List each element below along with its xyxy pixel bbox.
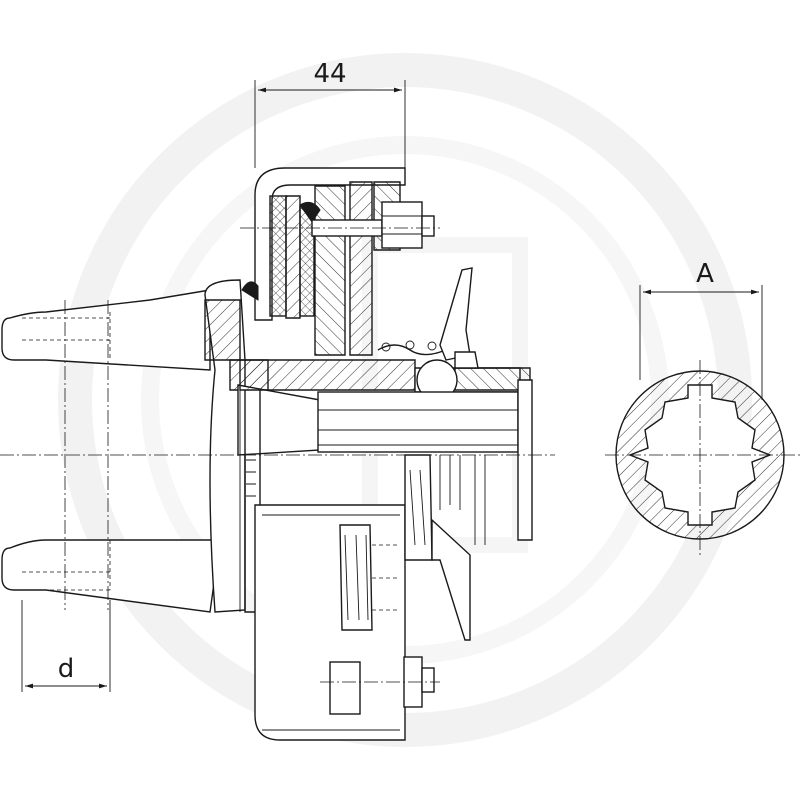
spline-hub-section <box>605 360 800 555</box>
dimension-44: 44 <box>254 59 406 168</box>
yoke <box>1 279 321 613</box>
clutch-housing <box>239 167 533 741</box>
dimension-a: A <box>639 259 763 400</box>
dimension-d: d <box>21 600 111 692</box>
dimension-a-label: A <box>696 259 714 289</box>
dimension-d-label: d <box>58 654 75 684</box>
dimension-44-label: 44 <box>313 59 346 89</box>
